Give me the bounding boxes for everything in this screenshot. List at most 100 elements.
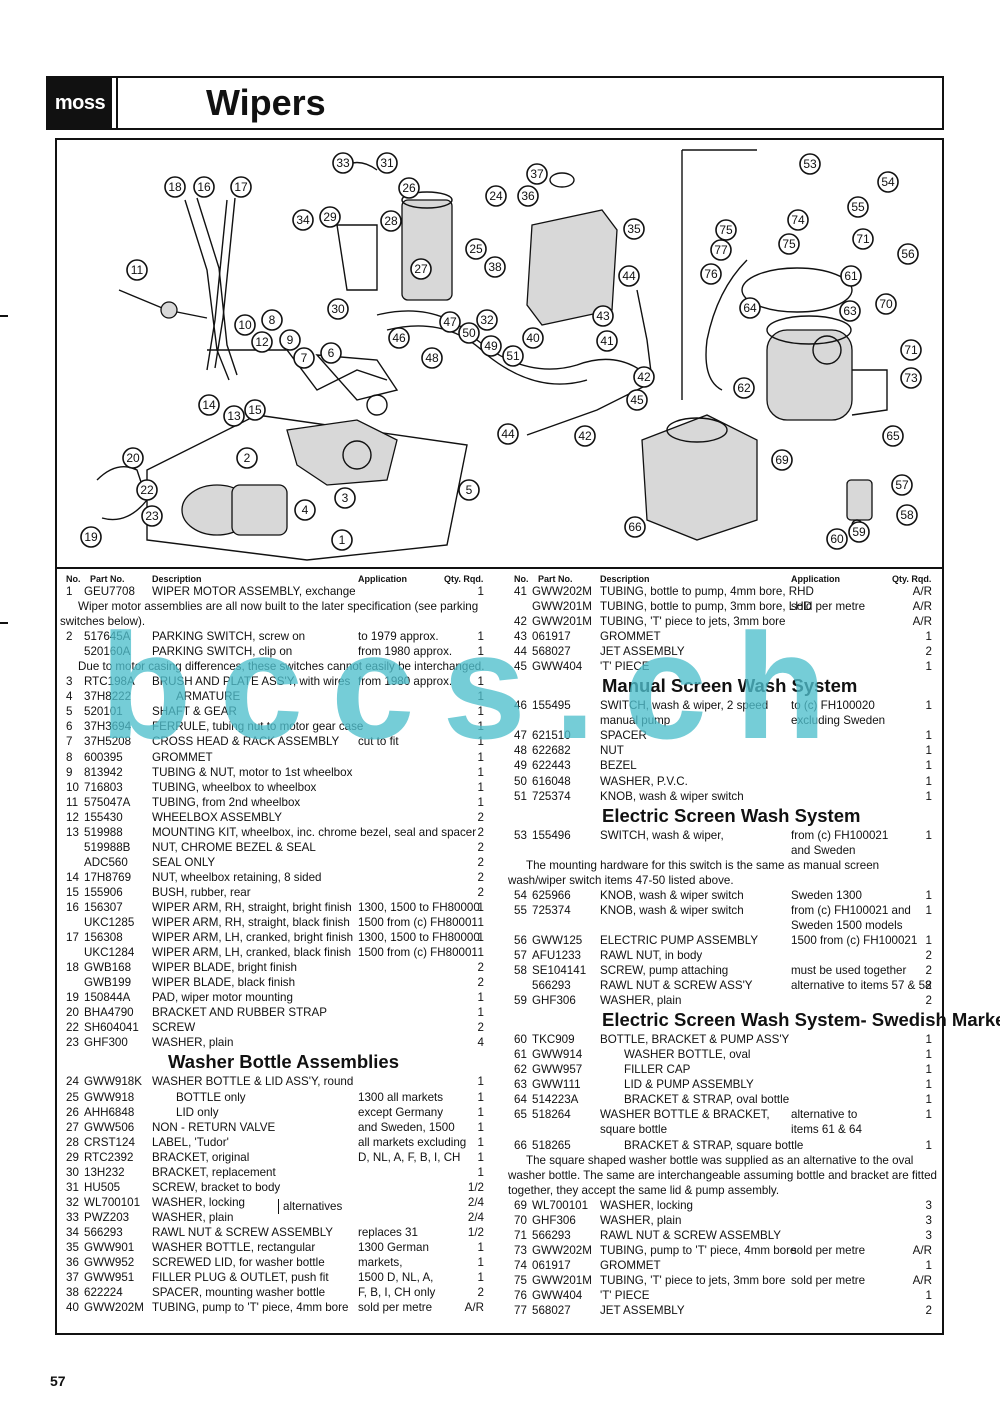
- callout-number: 36: [521, 189, 535, 203]
- item-number: 33: [66, 1210, 79, 1224]
- description: square bottle: [600, 1123, 668, 1137]
- callout-57: 57: [891, 474, 913, 496]
- application: D, NL, A, F, B, I, CH: [358, 1150, 461, 1164]
- callout-circle: [896, 504, 918, 526]
- callout-number: 71: [856, 232, 870, 246]
- description: WASHER BOTTLE, rectangular: [152, 1240, 316, 1254]
- callout-circle: [164, 176, 186, 198]
- callout-circle: [398, 177, 420, 199]
- callout-66: 66: [624, 516, 646, 538]
- quantity: A/R: [912, 1243, 932, 1257]
- quantity: 1: [477, 1256, 484, 1270]
- callout-circle: [485, 185, 507, 207]
- description: WHEELBOX ASSEMBLY: [152, 810, 282, 824]
- description: WASHER, locking: [152, 1195, 245, 1209]
- callout-circle: [839, 300, 861, 322]
- part-number: 725374: [532, 903, 571, 917]
- callout-circle: [852, 228, 874, 250]
- callout-number: 30: [331, 302, 345, 316]
- description: KNOB, wash & wiper switch: [600, 789, 744, 803]
- column-header-description: Description: [152, 574, 202, 584]
- callout-number: 42: [578, 429, 592, 443]
- application: from 1980 approx.: [358, 675, 453, 689]
- callout-circle: [596, 330, 618, 352]
- description: KNOB, wash & wiper switch: [600, 888, 744, 902]
- description: RAWL NUT, in body: [600, 948, 703, 962]
- quantity: 1: [925, 1033, 932, 1047]
- callout-65: 65: [882, 425, 904, 447]
- application: 1500 D, NL, A,: [358, 1271, 434, 1285]
- quantity: 1: [925, 1288, 932, 1302]
- callout-40: 40: [522, 327, 544, 349]
- part-number: UKC1284: [84, 946, 135, 960]
- callout-circle: [715, 219, 737, 241]
- application: cut to fit: [358, 735, 399, 749]
- callout-number: 41: [600, 334, 614, 348]
- description: WIPER MOTOR ASSEMBLY, exchange: [152, 585, 356, 598]
- application: sold per metre: [791, 1243, 866, 1257]
- part-number: 600395: [84, 750, 123, 764]
- callout-number: 46: [392, 331, 406, 345]
- callout-circle: [198, 394, 220, 416]
- quantity: 2: [477, 825, 484, 839]
- quantity: 3: [925, 1213, 932, 1227]
- item-number: 25: [66, 1090, 79, 1104]
- column-header-description: Description: [600, 574, 650, 584]
- callout-circle: [251, 331, 273, 353]
- callout-6: 6: [320, 342, 342, 364]
- section-heading: Washer Bottle Assemblies: [168, 1051, 399, 1073]
- description: FILLER PLUG & OUTLET, push fit: [152, 1271, 329, 1285]
- callout-number: 28: [384, 214, 398, 228]
- callout-circle: [875, 293, 897, 315]
- description: SCREW, pump attaching: [600, 964, 729, 978]
- callout-8: 8: [261, 309, 283, 331]
- item-number: 50: [514, 774, 527, 788]
- callout-number: 33: [336, 156, 350, 170]
- quantity: 3: [925, 1228, 932, 1242]
- part-number: SE104141: [532, 964, 587, 978]
- section-heading: Electric Screen Wash System: [602, 804, 861, 826]
- callout-number: 7: [301, 351, 308, 365]
- part-number: GWW951: [84, 1271, 135, 1285]
- callout-50: 50: [458, 322, 480, 344]
- quantity: 2: [477, 1021, 484, 1035]
- item-number: 4: [66, 690, 73, 704]
- description: WASHER, P.V.C.: [600, 774, 688, 788]
- callout-41: 41: [596, 330, 618, 352]
- part-number: GWW202M: [532, 585, 592, 598]
- part-number: GWB168: [84, 961, 132, 975]
- part-number: 156307: [84, 900, 123, 914]
- quantity: 3: [925, 1198, 932, 1212]
- item-number: 31: [66, 1180, 79, 1194]
- callout-circle: [439, 311, 461, 333]
- callout-circle: [522, 327, 544, 349]
- item-number: 46: [514, 699, 527, 713]
- callout-circle: [223, 405, 245, 427]
- quantity: 1: [925, 660, 932, 674]
- part-number: 518265: [532, 1138, 571, 1152]
- item-number: 9: [66, 765, 73, 779]
- callout-number: 74: [791, 213, 805, 227]
- part-number: 622443: [532, 759, 571, 773]
- part-number: AFU1233: [532, 948, 581, 962]
- part-number: 13H232: [84, 1165, 125, 1179]
- description: BOTTLE, BRACKET & PUMP ASS'Y: [600, 1033, 790, 1047]
- item-number: 28: [66, 1135, 79, 1149]
- item-number: 53: [514, 828, 527, 842]
- callout-60: 60: [826, 528, 848, 550]
- callout-number: 23: [145, 509, 159, 523]
- callout-circle: [891, 474, 913, 496]
- callout-circle: [319, 206, 341, 228]
